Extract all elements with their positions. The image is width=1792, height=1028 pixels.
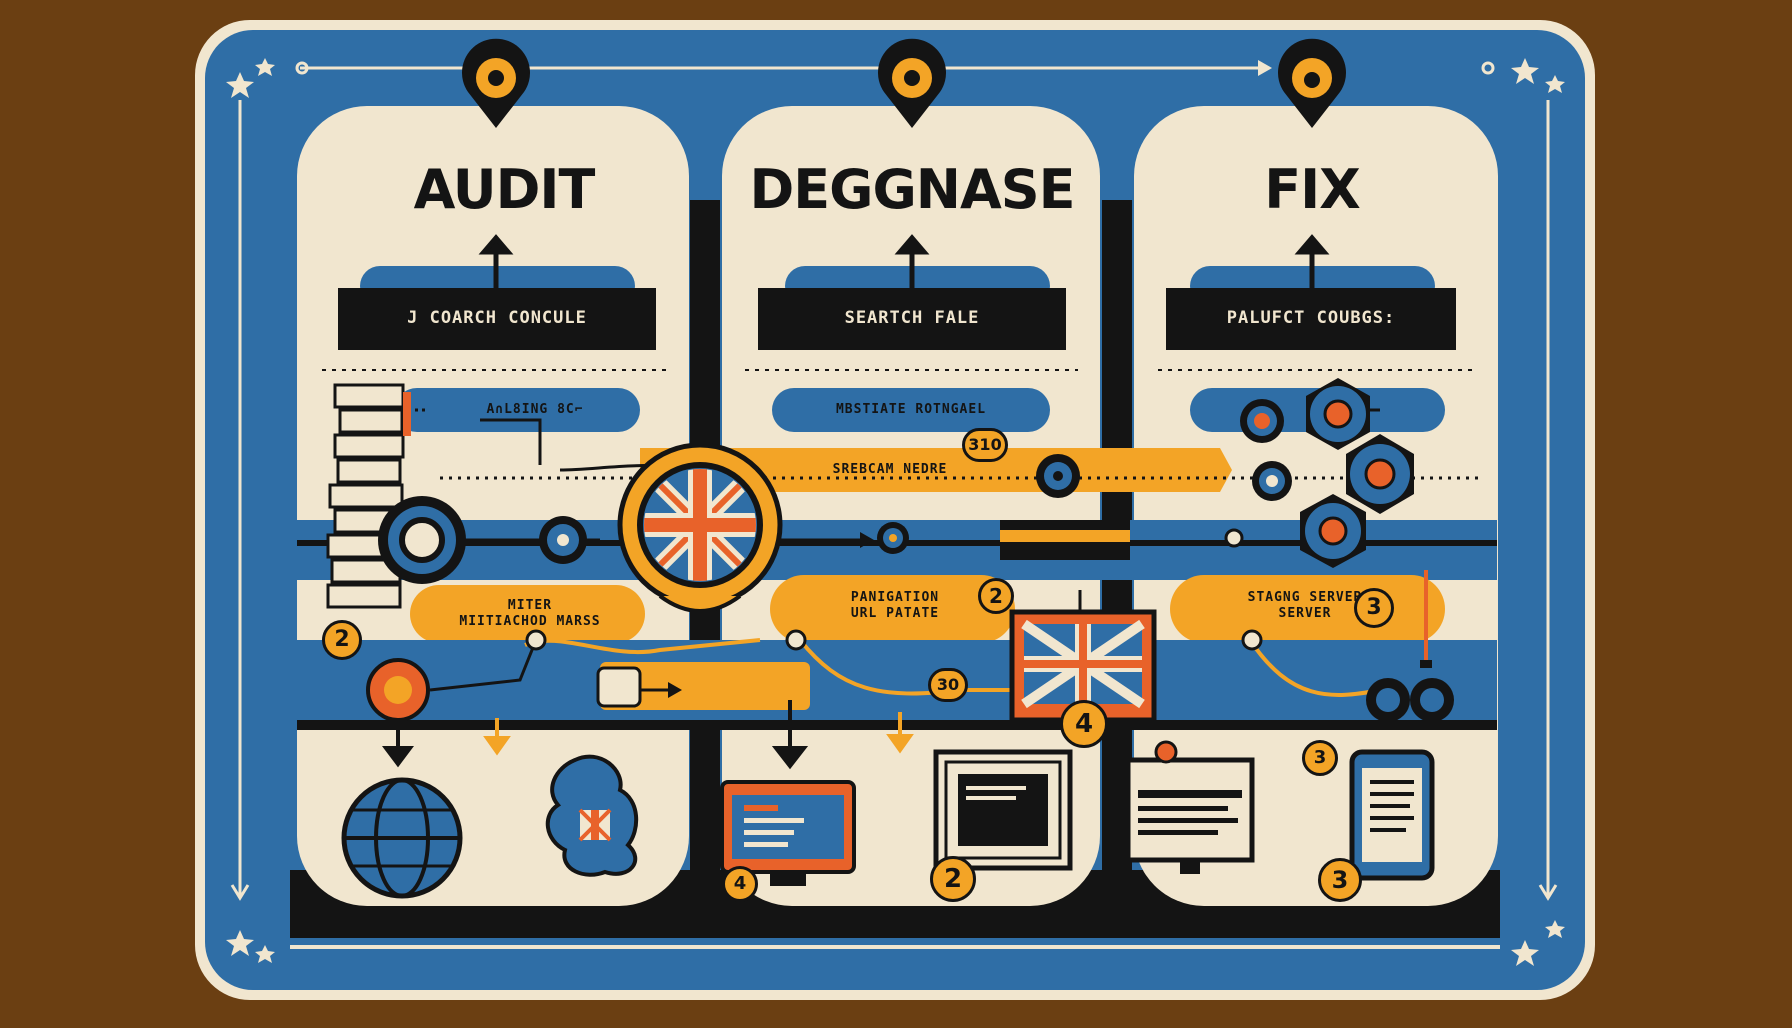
gear-icon <box>877 522 909 554</box>
column-label-diagnose: SEARTCH FALE <box>844 308 980 328</box>
bottom-rule <box>290 945 1500 949</box>
map-pin-icon <box>462 38 530 128</box>
step-badge: 4 <box>722 866 758 902</box>
note-fix: STAGNG SERVER SERVER <box>1247 590 1363 621</box>
step-badge: 3 <box>1318 858 1362 902</box>
map-pin-icon <box>878 38 946 128</box>
map-pin-icon <box>1277 38 1346 128</box>
label-box-audit <box>338 288 656 350</box>
gear-icon <box>539 516 587 564</box>
column-title-fix: FIX <box>1264 158 1361 221</box>
count-badge: 310 <box>962 428 1008 462</box>
star-icon <box>226 58 1565 966</box>
gear-icon <box>1036 454 1080 498</box>
uk-map-icon <box>545 754 639 877</box>
union-flag-icon <box>617 442 783 613</box>
label-box-fix <box>1166 288 1456 350</box>
step-badge: 3 <box>1354 588 1394 628</box>
count-badge: 30 <box>928 668 968 702</box>
union-flag-icon <box>1009 609 1157 723</box>
step-badge: 2 <box>322 620 362 660</box>
column-label-audit: J COARCH CONCULE <box>407 308 587 328</box>
pill-text-audit: A∩L8ING 8C⌐ <box>486 402 584 417</box>
column-label-fix: PALUFCT COUBGS: <box>1226 308 1396 328</box>
gear-icon <box>1240 378 1414 568</box>
gear-icon <box>378 496 466 584</box>
tablet-icon <box>1349 749 1435 881</box>
monitor-icon <box>720 780 856 886</box>
globe-icon <box>341 777 463 899</box>
note-audit: MITER MIITIACHOD MARSS <box>459 598 601 629</box>
label-box-diagnose <box>758 288 1066 350</box>
step-badge: 2 <box>978 578 1014 614</box>
gear-icon <box>1366 678 1454 722</box>
pill-text-diagnose: MBSTIATE ROTNGAEL <box>835 402 987 417</box>
document-icon <box>933 749 1073 871</box>
webpage-icon <box>1125 740 1255 874</box>
arrow-icon <box>1258 60 1272 76</box>
sun-icon <box>366 658 430 722</box>
step-badge: 2 <box>930 856 976 902</box>
step-badge: 3 <box>1302 740 1338 776</box>
flow-text: SREBCAM NEDRE <box>832 462 948 477</box>
column-title-diagnose: DEGGNASE <box>749 158 1075 221</box>
note-diagnose: PANIGATION URL PATATE <box>850 590 940 621</box>
route-band <box>640 448 1232 492</box>
column-title-audit: AUDIT <box>413 158 596 221</box>
step-badge: 4 <box>1060 700 1108 748</box>
